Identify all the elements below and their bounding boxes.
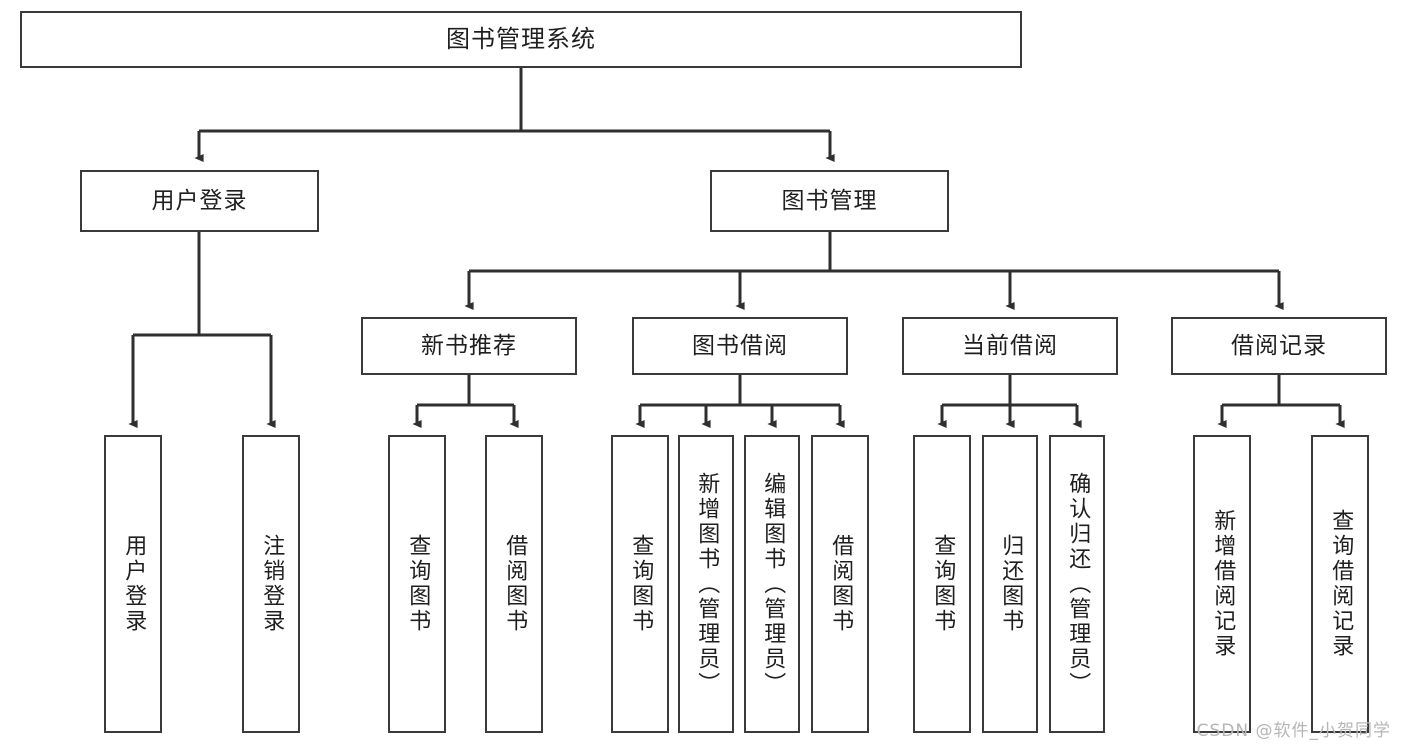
node-label: 注销登录 <box>259 534 285 634</box>
node-label: 借阅图书 <box>828 534 854 634</box>
node-label: 确认归还（管理员） <box>1065 471 1091 697</box>
node-label: 查询图书 <box>930 534 956 634</box>
node-borrowing-records[interactable]: 借阅记录 <box>1171 317 1387 375</box>
leaf-user-login[interactable]: 用户登录 <box>104 435 162 733</box>
leaf-current-confirm-return-admin[interactable]: 确认归还（管理员） <box>1049 435 1105 733</box>
leaf-borrow-edit-book-admin[interactable]: 编辑图书（管理员） <box>744 435 800 733</box>
node-book-management[interactable]: 图书管理 <box>710 170 949 232</box>
node-book-borrowing[interactable]: 图书借阅 <box>632 317 848 375</box>
node-label: 图书管理 <box>781 187 878 214</box>
leaf-borrow-add-book-admin[interactable]: 新增图书（管理员） <box>678 435 734 733</box>
node-label: 查询图书 <box>628 534 654 634</box>
node-new-book-recommendation[interactable]: 新书推荐 <box>361 317 577 375</box>
node-label: 新书推荐 <box>421 332 517 359</box>
node-label: 借阅记录 <box>1231 332 1327 359</box>
node-label: 查询图书 <box>405 534 431 634</box>
leaf-record-add-borrow-record[interactable]: 新增借阅记录 <box>1193 435 1251 733</box>
node-label: 图书管理系统 <box>446 24 596 53</box>
leaf-newbook-query-books[interactable]: 查询图书 <box>388 435 446 733</box>
leaf-current-query-books[interactable]: 查询图书 <box>913 435 971 733</box>
node-label: 编辑图书（管理员） <box>760 471 786 697</box>
node-current-borrowing[interactable]: 当前借阅 <box>902 317 1118 375</box>
leaf-newbook-borrow-books[interactable]: 借阅图书 <box>485 435 543 733</box>
node-label: 图书借阅 <box>692 332 788 359</box>
leaf-current-return-books[interactable]: 归还图书 <box>982 435 1038 733</box>
node-label: 归还图书 <box>998 534 1024 634</box>
node-label: 用户登录 <box>151 187 248 214</box>
node-label: 当前借阅 <box>962 332 1058 359</box>
node-label: 新增图书（管理员） <box>694 471 720 697</box>
node-user-login[interactable]: 用户登录 <box>80 170 319 232</box>
node-label: 用户登录 <box>121 534 147 634</box>
leaf-user-logout[interactable]: 注销登录 <box>242 435 300 733</box>
leaf-record-query-borrow-record[interactable]: 查询借阅记录 <box>1311 435 1369 733</box>
leaf-borrow-borrow-books[interactable]: 借阅图书 <box>811 435 869 733</box>
node-root-book-management-system[interactable]: 图书管理系统 <box>20 11 1022 68</box>
node-label: 新增借阅记录 <box>1210 509 1236 659</box>
node-label: 查询借阅记录 <box>1328 509 1354 659</box>
node-label: 借阅图书 <box>502 534 528 634</box>
leaf-borrow-query-books[interactable]: 查询图书 <box>611 435 669 733</box>
